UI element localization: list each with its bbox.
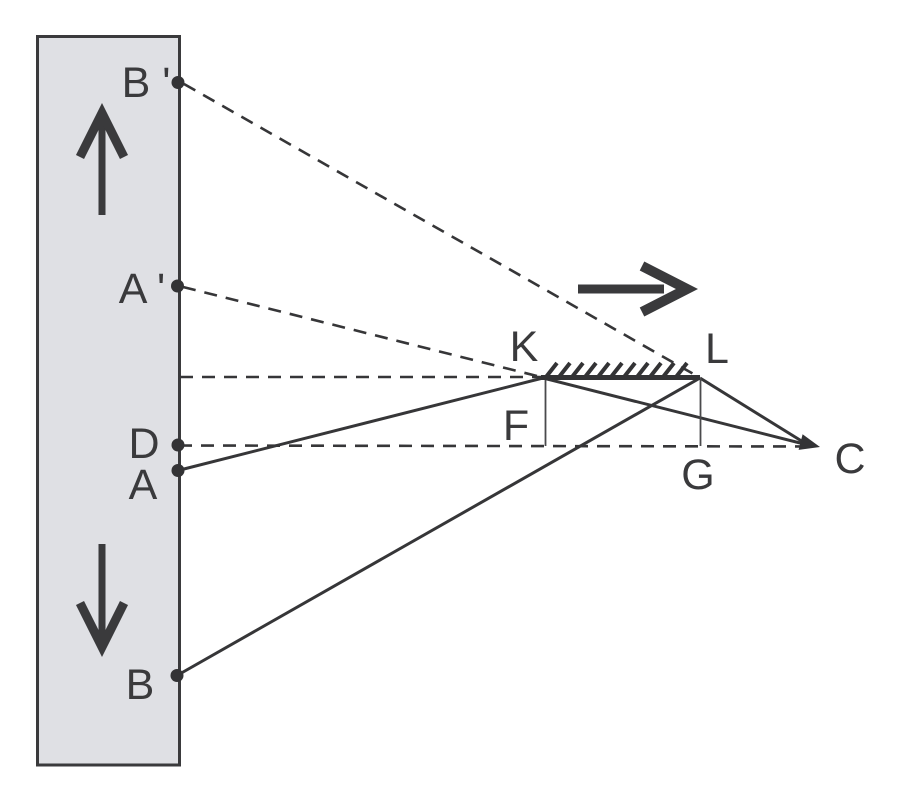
mirror-segment-kl xyxy=(541,361,700,380)
point-a-prime xyxy=(171,279,184,293)
point-b xyxy=(170,669,184,682)
label-c: C xyxy=(834,435,865,483)
mirror-hatching xyxy=(544,361,689,379)
incident-ray-a-to-k xyxy=(177,376,544,472)
label-b: B xyxy=(126,661,155,709)
label-f: F xyxy=(503,402,529,450)
label-a-prime: A ' xyxy=(119,265,165,313)
wall-rectangle xyxy=(36,35,181,767)
image-line-bprime-to-l xyxy=(183,82,698,378)
label-a: A xyxy=(129,461,158,509)
point-b-prime xyxy=(171,76,185,89)
baseline-d-to-c xyxy=(178,444,807,448)
reflected-ray-k-to-c xyxy=(542,376,805,446)
image-line-aprime-to-k xyxy=(182,285,542,379)
right-arrow-icon xyxy=(578,261,698,317)
label-k: K xyxy=(510,323,539,371)
label-d: D xyxy=(128,420,159,468)
label-l: L xyxy=(705,325,729,373)
label-g: G xyxy=(681,451,714,499)
point-a xyxy=(171,464,185,477)
arrowhead-at-c-icon xyxy=(798,434,820,450)
reflected-ray-l-to-c xyxy=(699,376,809,447)
up-arrow-icon xyxy=(75,102,129,215)
point-d xyxy=(171,438,185,452)
down-arrow-icon xyxy=(75,544,129,658)
label-b-prime: B ' xyxy=(122,59,171,107)
incident-ray-b-to-l xyxy=(176,376,701,677)
